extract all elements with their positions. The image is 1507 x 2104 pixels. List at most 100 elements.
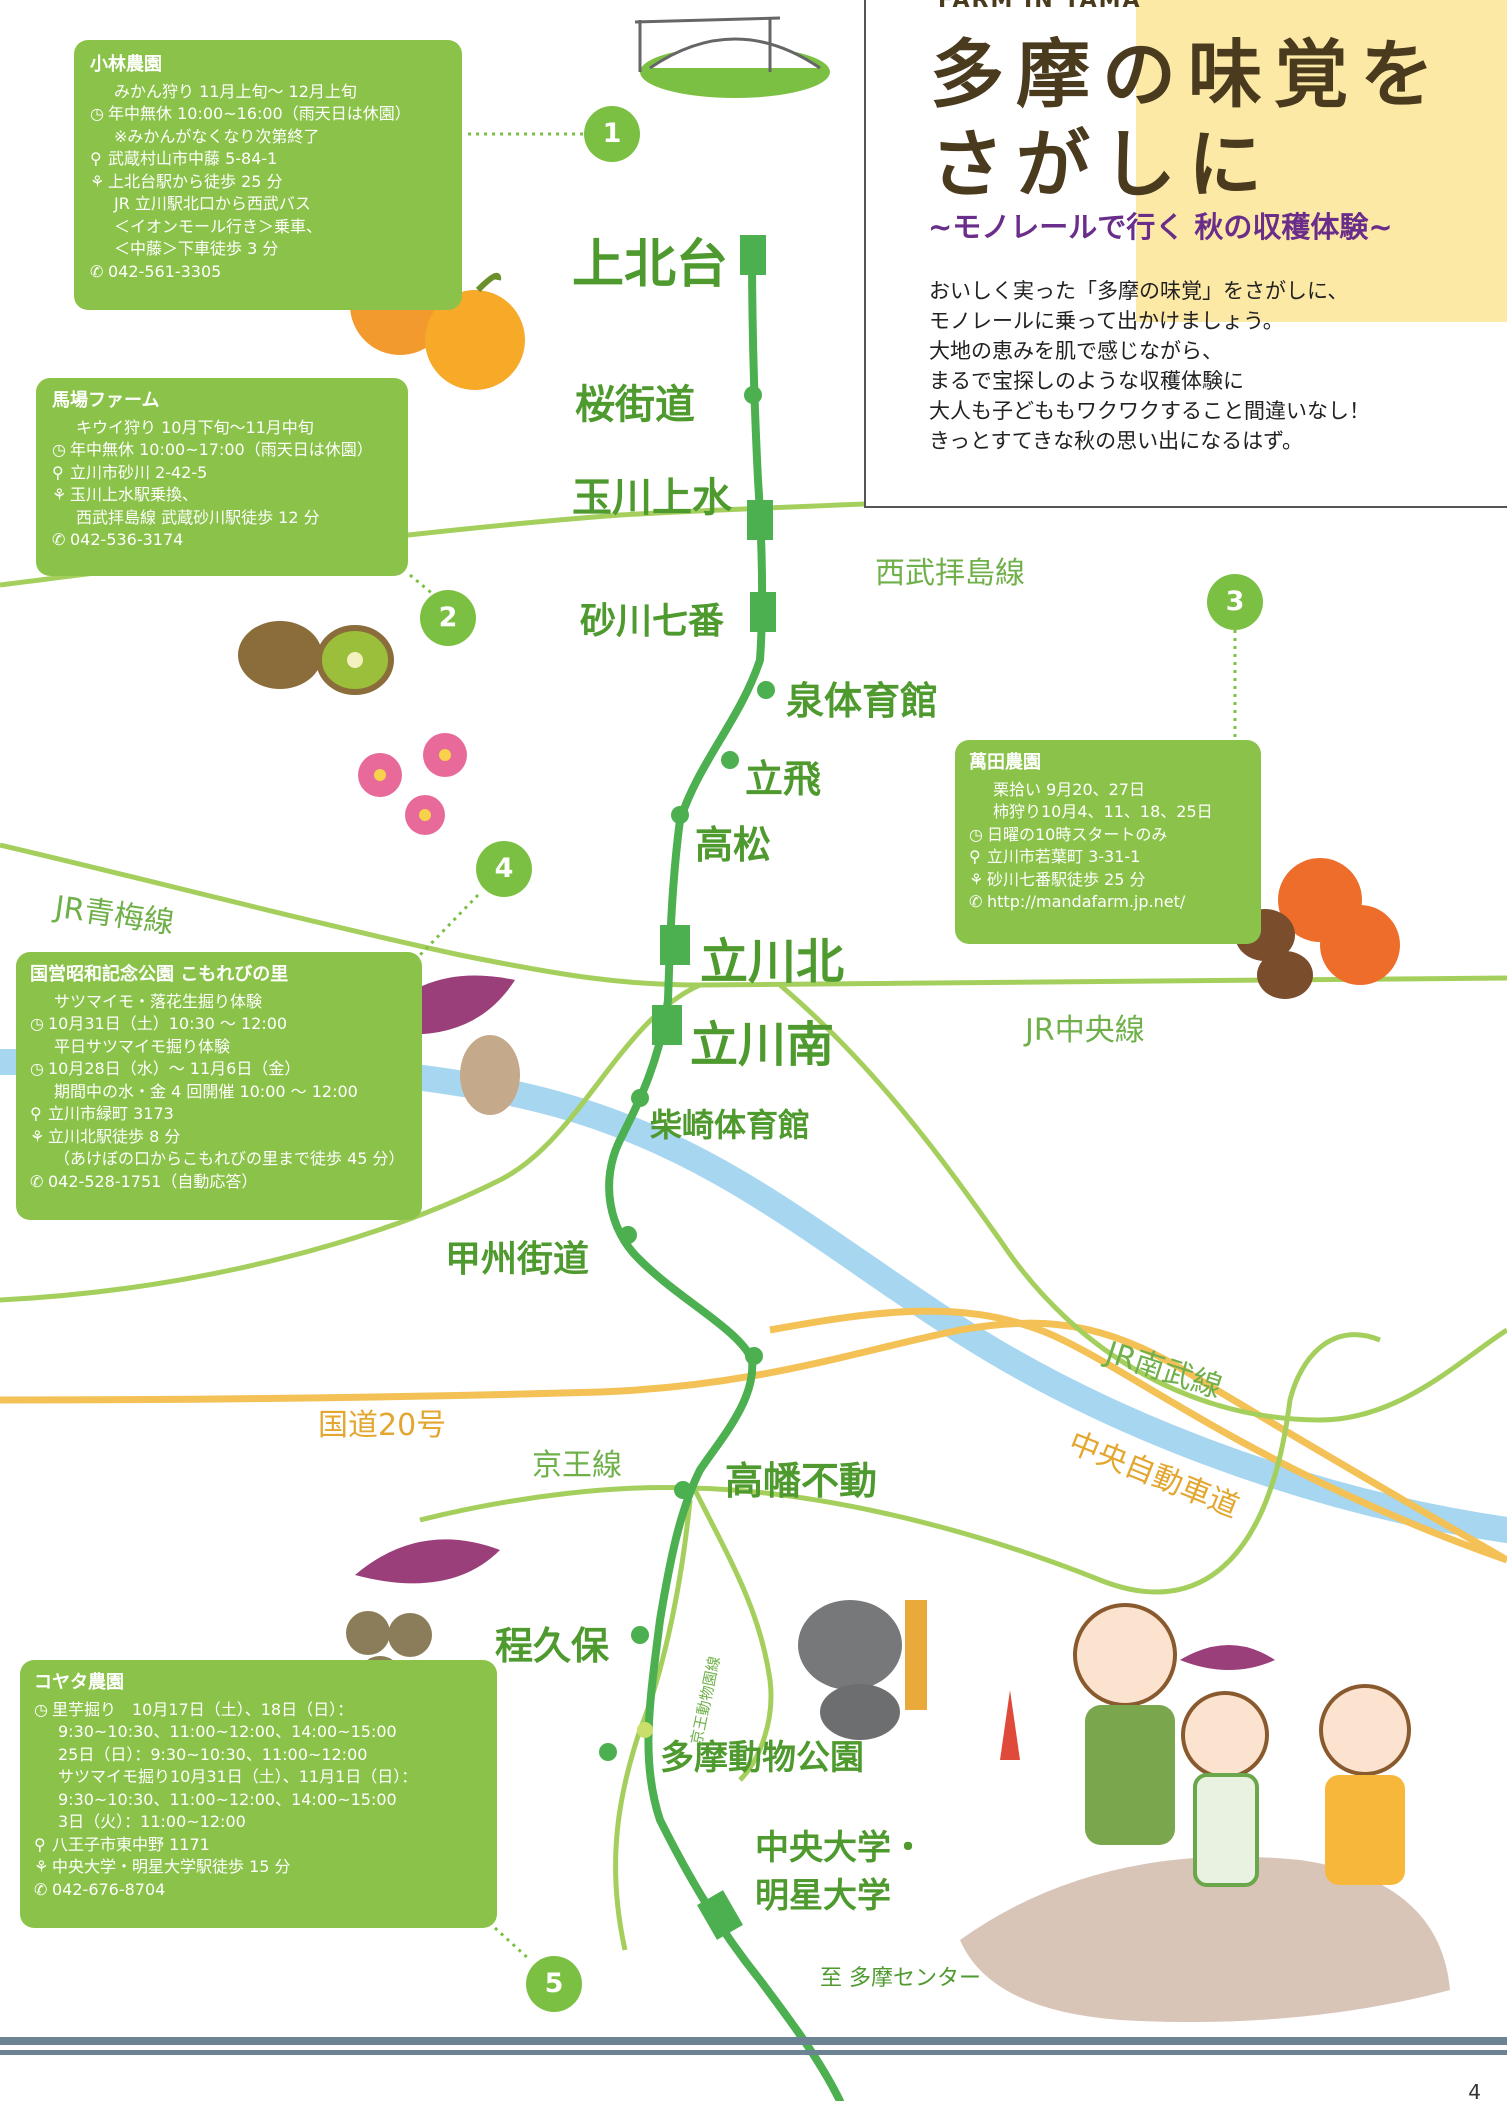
farm-number-4[interactable]: 4 bbox=[476, 841, 532, 897]
station-chuodaigaku: 中央大学・ bbox=[755, 1828, 925, 1868]
farm-number-2[interactable]: 2 bbox=[420, 590, 476, 646]
farm-card-baba[interactable]: 馬場ファーム キウイ狩り 10月下旬～11月中旬 ◷年中無休 10:00~17:… bbox=[36, 378, 408, 576]
intro-line: 大地の恵みを肌で感じながら、 bbox=[929, 339, 1223, 363]
farm-activity: サツマイモ・落花生掘り体験 bbox=[54, 991, 263, 1011]
leader-line bbox=[493, 1926, 532, 1962]
farm-access: 玉川上水駅乗換、 bbox=[70, 485, 199, 504]
farm-card-manda[interactable]: 萬田農園 栗拾い 9月20、27日 柿狩り10月4、11、18、25日 ◷日曜の… bbox=[955, 740, 1261, 944]
farm-schedule: 25日（日）：9:30~10:30、11:00~12:00 bbox=[58, 1744, 368, 1764]
station-marker bbox=[631, 1089, 649, 1107]
farm-card-koyata[interactable]: コヤタ農園 ◷里芋掘り 10月17日（土）、18日（日）： 9:30~10:30… bbox=[20, 1660, 497, 1928]
farm-address: 八王子市東中野 1171 bbox=[52, 1834, 210, 1854]
family-illustration bbox=[960, 1603, 1450, 2022]
station-tachikawaminami: 立川南 bbox=[690, 1017, 835, 1073]
pin-icon: ⚲ bbox=[34, 1834, 46, 1854]
clock-icon: ◷ bbox=[52, 440, 66, 459]
phone-icon: ✆ bbox=[52, 530, 66, 549]
farm-phone[interactable]: 042-536-3174 bbox=[70, 530, 184, 549]
station-marker bbox=[721, 751, 739, 769]
station-marker bbox=[740, 235, 766, 275]
zoo-animals-illustration bbox=[798, 1600, 927, 1740]
footer-rule bbox=[0, 2037, 1507, 2045]
walk-icon: ⚘ bbox=[969, 869, 984, 889]
jr-ome-line bbox=[0, 842, 1507, 988]
station-marker bbox=[750, 592, 776, 632]
walk-icon: ⚘ bbox=[90, 171, 105, 191]
station-kamikitadai: 上北台 bbox=[572, 235, 729, 295]
farm-activity: 栗拾い 9月20、27日 bbox=[993, 779, 1145, 799]
keio-line-branch bbox=[613, 1729, 643, 1951]
persimmon-illustration bbox=[1235, 858, 1400, 999]
station-marker bbox=[747, 500, 773, 540]
intro-line: モノレールに乗って出かけましょう。 bbox=[929, 309, 1284, 333]
farm-hours: 日曜の10時スタートのみ bbox=[987, 824, 1168, 844]
walk-icon: ⚘ bbox=[52, 485, 67, 504]
station-hodokubo: 程久保 bbox=[495, 1624, 610, 1668]
pin-icon: ⚲ bbox=[52, 462, 64, 482]
clock-icon: ◷ bbox=[30, 1059, 44, 1078]
intro-text: おいしく実った「多摩の味覚」をさがしに、 モノレールに乗って出かけましょう。 大… bbox=[929, 276, 1370, 456]
farm-number-3[interactable]: 3 bbox=[1207, 574, 1263, 630]
farm-access: （あけぼの口からこもれびの里まで徒歩 45 分） bbox=[54, 1149, 405, 1168]
keio-dobutsuen-line bbox=[692, 1488, 774, 1782]
station-meiseidaigaku: 明星大学 bbox=[755, 1876, 891, 1916]
station-takahatafudo: 高幡不動 bbox=[725, 1459, 878, 1503]
leader-line bbox=[418, 893, 480, 957]
farm-access: 上北台駅から徒歩 25 分 bbox=[108, 171, 283, 191]
line-jr-chuo: JR中央線 bbox=[1025, 1013, 1145, 1048]
farm-date: 10月31日（土）10:30 ～ 12:00 bbox=[48, 1014, 288, 1033]
cosmos-illustration bbox=[358, 733, 467, 835]
station-marker bbox=[671, 806, 689, 824]
farm-phone[interactable]: 042-676-8704 bbox=[52, 1879, 166, 1899]
pin-icon: ⚲ bbox=[969, 847, 981, 866]
farm-number-1[interactable]: 1 bbox=[584, 106, 640, 162]
farm-schedule: 3日（火）：11:00~12:00 bbox=[58, 1812, 246, 1831]
farm-activity: 平日サツマイモ掘り体験 bbox=[54, 1036, 231, 1056]
farm-access: ＜中藤＞下車徒歩 3 分 bbox=[114, 239, 279, 258]
farm-name: 馬場ファーム bbox=[52, 390, 160, 411]
walk-icon: ⚘ bbox=[30, 1126, 45, 1146]
station-marker bbox=[745, 1347, 763, 1365]
pin-icon: ⚲ bbox=[30, 1104, 42, 1123]
farm-access: ＜イオンモール行き＞乗車、 bbox=[114, 216, 323, 236]
page-title: 多摩の味覚を さがしに bbox=[930, 30, 1446, 210]
tama-monorail bbox=[605, 246, 844, 2101]
farm-name: コヤタ農園 bbox=[34, 1672, 124, 1693]
station-marker bbox=[697, 1890, 743, 1940]
keio-line bbox=[419, 1332, 1381, 1595]
station-sunagawananaban: 砂川七番 bbox=[580, 601, 725, 642]
farm-access: 立川北駅徒歩 8 分 bbox=[48, 1126, 181, 1146]
farm-schedule: 9:30~10:30、11:00~12:00、14:00~15:00 bbox=[58, 1789, 397, 1809]
farm-access: 中央大学・明星大学駅徒歩 15 分 bbox=[52, 1857, 291, 1876]
farm-date: 期間中の水・金 4 回開催 10:00 ～ 12:00 bbox=[54, 1081, 358, 1101]
farm-number-5[interactable]: 5 bbox=[526, 1956, 582, 2012]
road-koshukaido: 甲州街道 bbox=[445, 1239, 590, 1280]
clock-icon: ◷ bbox=[34, 1699, 48, 1719]
station-marker bbox=[660, 925, 690, 965]
station-sakurakaido: 桜街道 bbox=[575, 382, 695, 428]
dome-illustration bbox=[634, 16, 830, 98]
farm-phone[interactable]: 042-561-3305 bbox=[108, 261, 222, 281]
station-marker bbox=[652, 1005, 682, 1045]
title-line: 多摩の味覚を bbox=[930, 32, 1446, 118]
farm-url[interactable]: http://mandafarm.jp.net/ bbox=[987, 892, 1186, 911]
header-kicker: FARM IN TAMA bbox=[938, 0, 1142, 13]
jr-chuo-line bbox=[0, 982, 702, 1303]
intro-line: おいしく実った「多摩の味覚」をさがしに、 bbox=[929, 279, 1349, 303]
farm-note: ※みかんがなくなり次第終了 bbox=[114, 126, 320, 146]
jr-nambu-line bbox=[778, 983, 1507, 1423]
footer-rule bbox=[0, 2050, 1507, 2055]
farm-activity: 柿狩り10月4、11、18、25日 bbox=[993, 802, 1213, 821]
header-highlight bbox=[1136, 0, 1507, 322]
farm-access: JR 立川駅北口から西武バス bbox=[114, 194, 311, 213]
farm-address: 立川市緑町 3173 bbox=[48, 1104, 174, 1123]
phone-icon: ✆ bbox=[30, 1171, 44, 1191]
farm-card-kobayashi[interactable]: 小林農園 みかん狩り 11月上旬～ 12月上旬 ◷年中無休 10:00~16:0… bbox=[74, 40, 462, 310]
farm-address: 立川市若葉町 3-31-1 bbox=[987, 847, 1141, 866]
farm-phone[interactable]: 042-528-1751（自動応答） bbox=[48, 1171, 258, 1191]
farm-name: 小林農園 bbox=[90, 54, 162, 75]
farm-card-komorebi[interactable]: 国営昭和記念公園 こもれびの里 サツマイモ・落花生掘り体験 ◷10月31日（土）… bbox=[16, 952, 422, 1220]
line-keio: 京王線 bbox=[532, 1448, 622, 1483]
road-route-20: 国道20号 bbox=[318, 1408, 447, 1443]
